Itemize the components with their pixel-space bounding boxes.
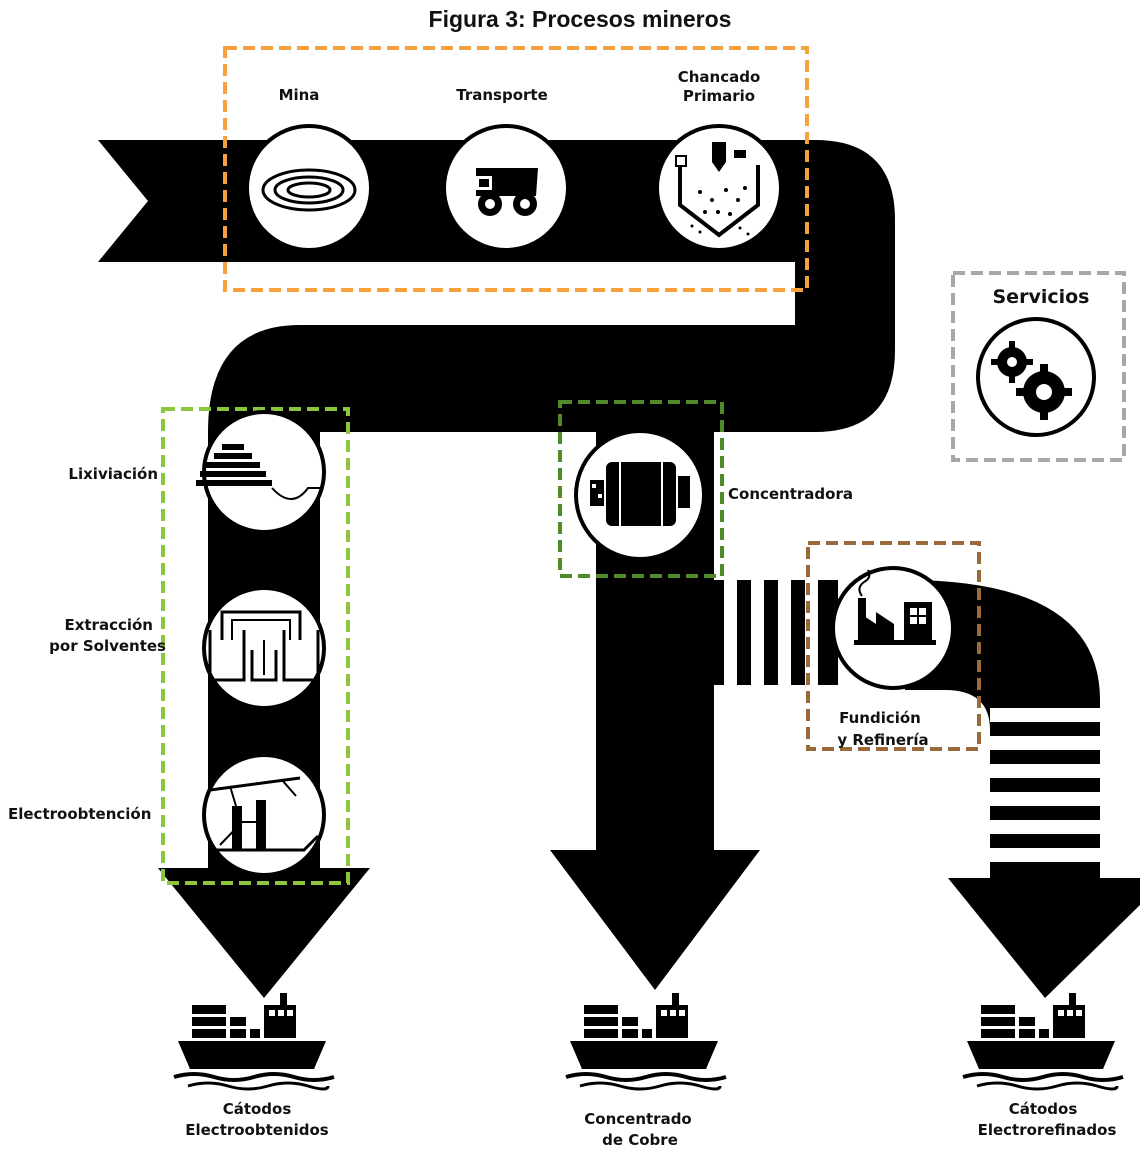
figure-title: Figura 3: Procesos mineros xyxy=(429,6,732,32)
label-fundicion-1: Fundición xyxy=(839,709,921,727)
label-concentradora: Concentradora xyxy=(728,485,853,503)
right-stripes xyxy=(990,708,1100,862)
haul-truck-icon xyxy=(442,124,570,252)
brown-dashed-box xyxy=(806,541,981,751)
arrow-left xyxy=(158,868,370,998)
label-product-left-2: Electroobtenidos xyxy=(185,1121,329,1139)
grinding-mill-icon xyxy=(574,429,706,561)
cargo-ship-left-icon xyxy=(172,991,336,1091)
arrow-middle xyxy=(550,850,760,990)
label-extraccion-1: Extracción xyxy=(64,616,153,634)
crusher-icon xyxy=(655,124,783,252)
label-extraccion-2: por Solventes xyxy=(49,637,166,655)
open-pit-mine-icon xyxy=(245,124,373,252)
label-product-left-1: Cátodos xyxy=(223,1100,292,1118)
electrowinning-cell-icon xyxy=(202,753,326,877)
cargo-ship-right-icon xyxy=(961,991,1125,1091)
striped-connector xyxy=(710,580,838,685)
label-product-mid-1: Concentrado xyxy=(584,1110,691,1128)
dark-green-dashed-box xyxy=(558,400,724,578)
label-fundicion-2: y Refinería xyxy=(837,731,928,749)
light-green-dashed-box xyxy=(161,407,350,885)
label-servicios: Servicios xyxy=(993,286,1090,308)
cargo-ship-middle-icon xyxy=(564,991,728,1091)
label-lixiviacion: Lixiviación xyxy=(68,465,158,483)
label-transporte: Transporte xyxy=(456,86,548,104)
label-chancado-1: Chancado xyxy=(678,68,761,86)
label-mina: Mina xyxy=(279,86,320,104)
label-electroobtencion: Electroobtención xyxy=(8,805,151,823)
smelter-factory-icon xyxy=(831,566,955,690)
label-product-right-2: Electrorefinados xyxy=(978,1121,1117,1139)
solvent-extraction-tanks-icon xyxy=(202,586,326,710)
leach-pile-icon xyxy=(196,410,326,534)
gears-icon xyxy=(976,317,1096,437)
arrow-right xyxy=(948,878,1140,998)
label-product-mid-2: de Cobre xyxy=(602,1131,678,1149)
gray-dashed-box xyxy=(951,271,1126,462)
label-product-right-1: Cátodos xyxy=(1009,1100,1078,1118)
orange-dashed-box xyxy=(223,46,809,292)
label-chancado-2: Primario xyxy=(683,87,755,105)
